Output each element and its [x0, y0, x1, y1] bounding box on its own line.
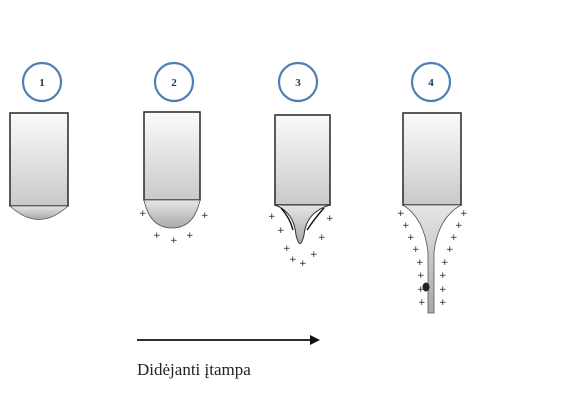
svg-text:+: + [402, 221, 410, 231]
svg-text:+: + [407, 233, 415, 243]
svg-text:+: + [439, 285, 447, 295]
stage-1-tube [10, 113, 68, 206]
svg-text:+: + [439, 298, 447, 308]
stage-4: 4 + + + + + + + + + + + + + + + + [397, 63, 468, 313]
svg-text:+: + [441, 258, 449, 268]
svg-text:+: + [446, 245, 454, 255]
stage-3: 3 + + + + + + + + [268, 63, 334, 269]
svg-text:+: + [326, 214, 334, 224]
svg-text:+: + [460, 209, 468, 219]
svg-text:+: + [417, 285, 425, 295]
stage-2-number: 2 [171, 77, 177, 89]
stage-3-number: 3 [295, 77, 301, 89]
svg-text:+: + [417, 271, 425, 281]
stage-2: 2 + + + + + [139, 63, 209, 246]
svg-text:+: + [455, 221, 463, 231]
svg-text:+: + [153, 231, 161, 241]
svg-text:+: + [318, 233, 326, 243]
stage-1-meniscus [10, 206, 68, 220]
stage-3-tube [275, 115, 330, 205]
voltage-caption: Didėjanti įtampa [137, 360, 251, 380]
svg-text:+: + [416, 258, 424, 268]
svg-text:+: + [397, 209, 405, 219]
stage-4-tube [403, 113, 461, 205]
stage-1: 1 [10, 63, 68, 220]
svg-text:+: + [268, 212, 276, 222]
stage-4-taylor-cone [403, 205, 461, 313]
stage-2-tube [144, 112, 200, 200]
svg-text:+: + [170, 236, 178, 246]
svg-text:+: + [439, 271, 447, 281]
svg-text:+: + [418, 298, 426, 308]
svg-text:+: + [299, 259, 307, 269]
stage-1-number: 1 [39, 77, 45, 89]
svg-text:+: + [139, 209, 147, 219]
svg-text:+: + [289, 255, 297, 265]
stage-4-number: 4 [428, 77, 434, 89]
svg-text:+: + [186, 231, 194, 241]
svg-text:+: + [310, 250, 318, 260]
svg-text:+: + [450, 233, 458, 243]
stage-2-droplet [144, 200, 200, 228]
svg-text:+: + [277, 226, 285, 236]
svg-text:+: + [412, 245, 420, 255]
svg-text:+: + [201, 211, 209, 221]
svg-text:+: + [283, 244, 291, 254]
